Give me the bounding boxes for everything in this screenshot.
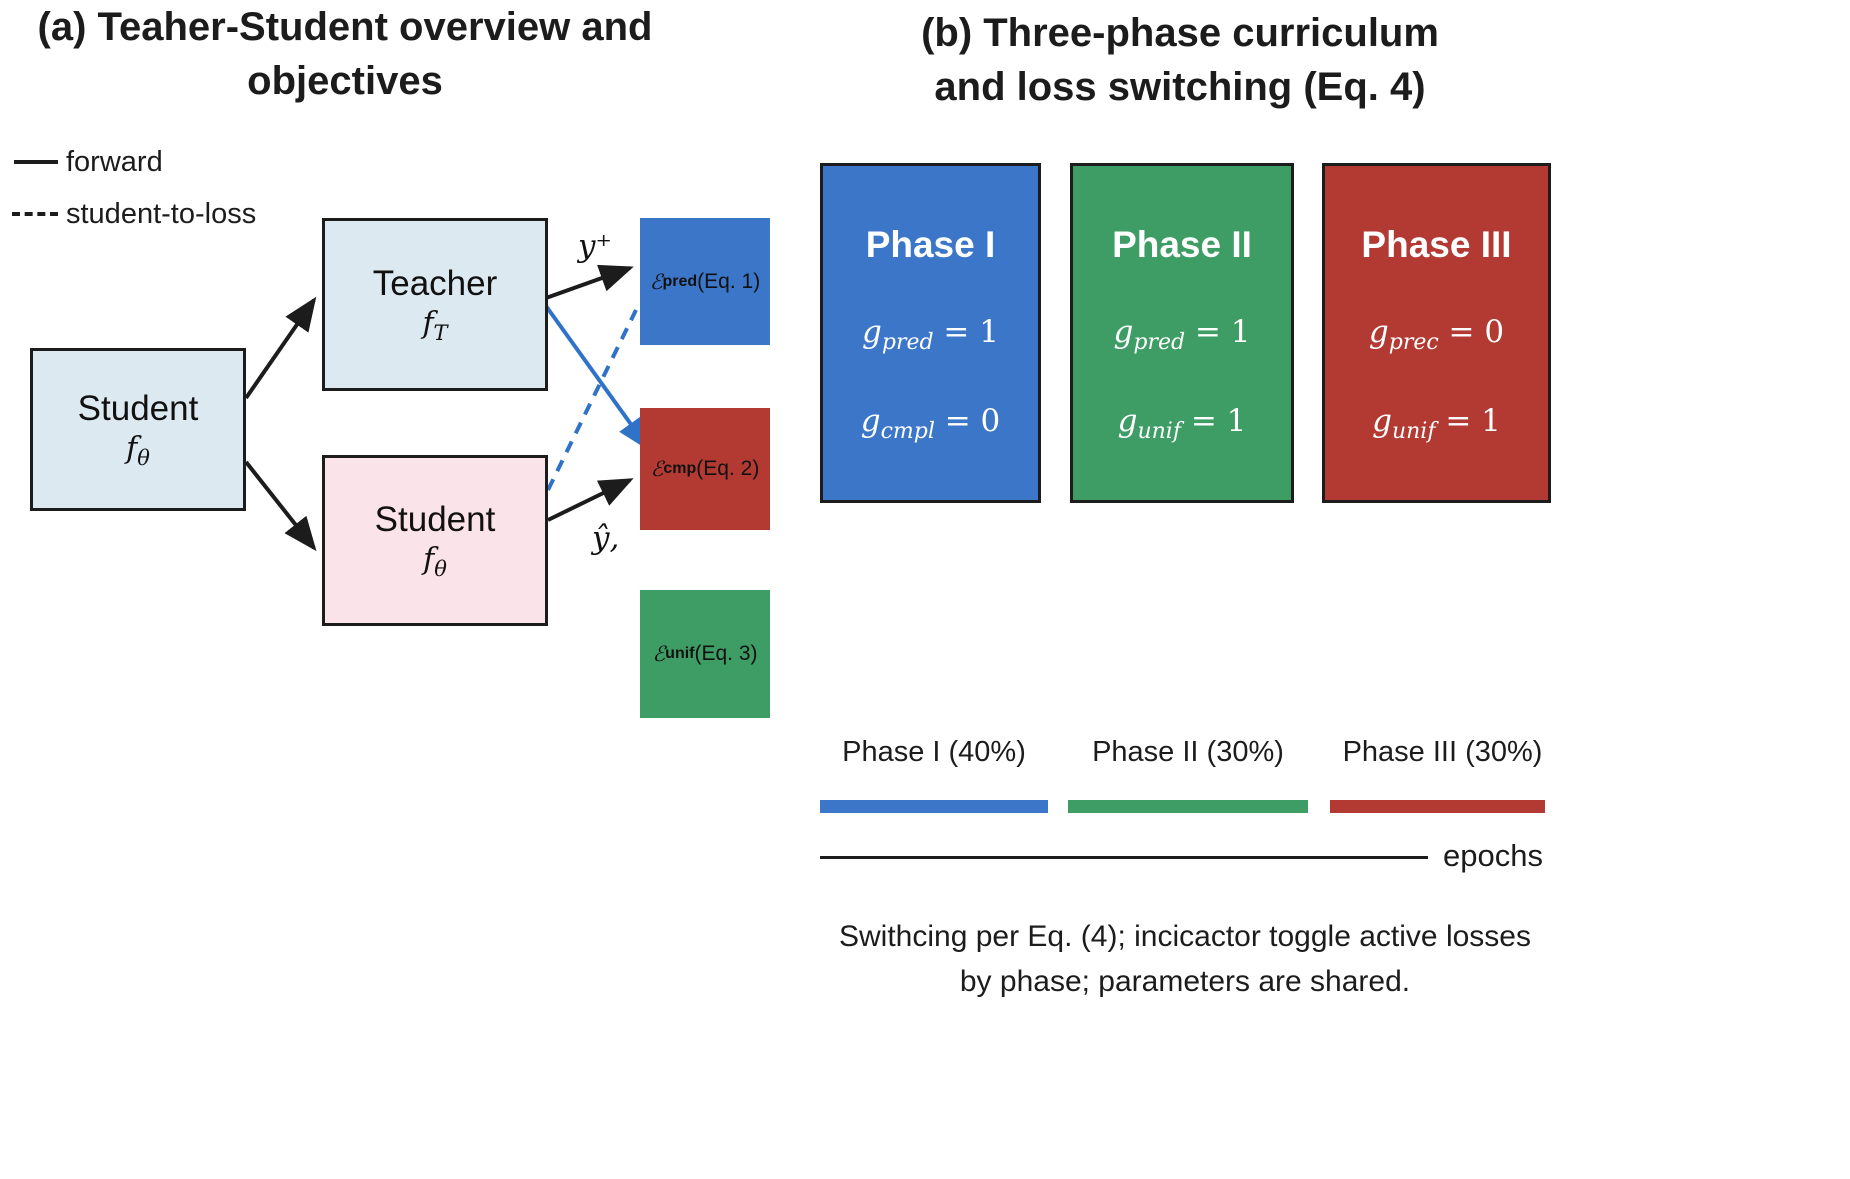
phase-3-line1: gprec = 0	[1368, 314, 1505, 356]
phase-2-line2: gunif = 1	[1117, 403, 1247, 445]
legend-student-to-loss-line	[12, 212, 58, 216]
node-teacher: Teacher fT	[322, 218, 548, 391]
arrow-student-to-cmp-loss	[547, 478, 634, 522]
timeline-label-phase-2: Phase II (30%)	[1092, 736, 1284, 768]
node-student-right: Student fθ	[322, 455, 548, 626]
timeline-label-phase-1: Phase I (40%)	[842, 736, 1026, 768]
legend-forward-line	[14, 160, 58, 164]
epochs-axis-line	[820, 856, 1428, 859]
phase-1-line1: gpred = 1	[862, 314, 999, 356]
phase-card-2: Phase II gpred = 1 gunif = 1	[1070, 163, 1294, 503]
phase-1-line2: gcmpl = 0	[860, 403, 1001, 445]
node-teacher-symbol: fT	[422, 306, 448, 345]
panel-a-title: (a) Teaher-Student overview and objectiv…	[0, 0, 690, 108]
arrow-teacher-to-cmp-loss	[544, 304, 651, 452]
phase-3-name: Phase III	[1361, 224, 1512, 265]
phase-1-name: Phase I	[865, 224, 996, 265]
loss-unif-symbol: ℰ	[652, 642, 666, 666]
panel-b-title-line2: and loss switching (Eq. 4)	[934, 65, 1426, 109]
phase-card-1: Phase I gpred = 1 gcmpl = 0	[820, 163, 1041, 503]
arrow-teacher-to-pred-loss	[545, 264, 634, 300]
panel-b-title: (b) Three-phase curriculum and loss swit…	[830, 6, 1530, 114]
panel-a-title-line1: (a) Teaher-Student overview and	[37, 5, 653, 49]
loss-unif-eq: (Eq. 3)	[694, 642, 758, 665]
epochs-axis-label: epochs	[1443, 838, 1543, 873]
loss-pred-subscript: pred	[662, 272, 698, 290]
loss-unif-subscript: unif	[665, 645, 695, 662]
node-student-left: Student fθ	[30, 348, 246, 511]
timeline-bar-phase-3	[1330, 800, 1545, 813]
arrow-student-to-pred-loss-dashed	[546, 309, 638, 491]
panel-a-title-line2: objectives	[247, 59, 443, 103]
phase-3-line2: gunif = 1	[1372, 403, 1501, 445]
legend-forward-label: forward	[66, 146, 163, 178]
phase-2-name: Phase II	[1112, 224, 1252, 265]
edge-label-y-hat: ŷ,	[592, 520, 620, 556]
node-student-right-label: Student	[374, 500, 496, 539]
loss-pred-symbol: ℰ	[649, 269, 663, 294]
node-student-left-symbol: fθ	[126, 431, 150, 470]
loss-cmp-eq: (Eq. 2)	[696, 457, 760, 480]
panel-b-caption: Swithcing per Eq. (4); incicactor toggle…	[770, 914, 1600, 1004]
phase-2-line1: gpred = 1	[1113, 314, 1251, 356]
node-student-right-symbol: fθ	[423, 542, 447, 581]
arrow-student-to-teacher	[244, 296, 317, 400]
loss-cmp-subscript: cmp	[663, 460, 697, 477]
panel-b-title-line1: (b) Three-phase curriculum	[921, 11, 1439, 55]
edge-label-y-plus: y⁺	[578, 228, 612, 264]
legend-student-to-loss-label: student-to-loss	[66, 198, 257, 230]
arrow-student-to-student	[244, 460, 317, 552]
caption-line1: Swithcing per Eq. (4); incicactor toggle…	[839, 920, 1531, 953]
node-student-left-label: Student	[77, 389, 199, 428]
caption-line2: by phase; parameters are shared.	[959, 965, 1411, 998]
timeline-bar-phase-2	[1068, 800, 1308, 813]
timeline-label-phase-3: Phase III (30%)	[1342, 736, 1543, 768]
timeline-bar-phase-1	[820, 800, 1048, 813]
phase-card-3: Phase III gprec = 0 gunif = 1	[1322, 163, 1551, 503]
loss-pred-eq: (Eq. 1)	[697, 269, 761, 293]
loss-cmp-symbol: ℰ	[650, 457, 664, 481]
node-teacher-label: Teacher	[372, 264, 498, 303]
